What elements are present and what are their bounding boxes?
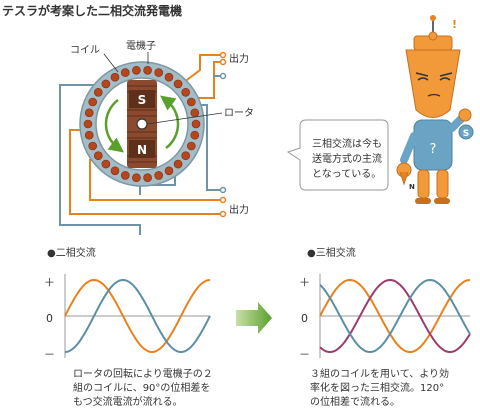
- three-phase-caption-2: 率化を図った三相交流。120°: [310, 381, 444, 394]
- transition-arrow: [236, 302, 272, 334]
- coil-dot: [181, 151, 190, 160]
- three-phase-zero: 0: [301, 312, 308, 325]
- coil-dot: [164, 166, 174, 176]
- two-phase-plus: ＋: [44, 276, 55, 289]
- rotation-arrow-left: [104, 99, 124, 153]
- rotor-leader: [146, 112, 223, 125]
- wave-series-3: [319, 278, 471, 354]
- coil-dot: [191, 119, 201, 129]
- speech-line-1: 三相交流は今も: [312, 137, 382, 150]
- coil-dot: [94, 151, 103, 160]
- three-phase-caption-3: の位相差で流れる。: [310, 395, 400, 408]
- coil-dot: [88, 97, 97, 107]
- coil-dot: [101, 79, 111, 89]
- mascot-belt: N: [409, 183, 415, 191]
- coil-dot: [154, 171, 163, 180]
- coil-dot: [154, 68, 163, 77]
- speech-bubble: 三相交流は今も 送電方式の主流 となっている。: [286, 119, 389, 191]
- wave-series-2: [64, 278, 211, 354]
- pole-south-label: S: [138, 93, 147, 107]
- coil-dot: [94, 88, 103, 97]
- stator-coils: [83, 66, 201, 182]
- coil-dot: [181, 88, 190, 97]
- coil-dot: [84, 108, 94, 118]
- three-phase-caption-1: ３組のコイルを用いて、より効: [310, 367, 449, 380]
- three-phase-heading: ●三相交流: [307, 246, 356, 259]
- coil-dot: [88, 141, 97, 151]
- rotor-pole-south: [129, 90, 155, 108]
- two-phase-heading: ●二相交流: [47, 246, 96, 259]
- coil-dot: [164, 72, 174, 82]
- two-phase-caption-3: もつ交流電流が流れる。: [73, 395, 183, 408]
- coil-dot: [143, 173, 152, 182]
- svg-text:?: ?: [430, 142, 437, 157]
- output-label-top: 出力: [229, 52, 249, 65]
- rotor-label: ロータ: [224, 107, 254, 119]
- coil-dot: [101, 159, 111, 169]
- speech-line-2: 送電方式の主流: [312, 152, 382, 165]
- coil-dot: [187, 141, 196, 151]
- coil-dot: [143, 66, 152, 75]
- stator-label: 電機子: [126, 39, 156, 52]
- rotor-pole-north: [129, 140, 155, 158]
- mascot-badge: S: [463, 129, 469, 139]
- two-phase-plot: [64, 274, 211, 358]
- pole-north-label: N: [137, 143, 147, 157]
- speech-line-3: となっている。: [312, 168, 381, 180]
- coil-dot: [190, 108, 200, 118]
- three-phase-minus: －: [299, 348, 310, 361]
- svg-text:!: !: [452, 18, 457, 31]
- coil-dot: [190, 130, 200, 140]
- wave-series-1: [319, 278, 471, 354]
- two-phase-caption-1: ロータの回転により電機子の２: [73, 367, 213, 380]
- coil-dot: [121, 68, 130, 77]
- coil-label: コイル: [70, 45, 100, 56]
- three-phase-plot: [319, 274, 471, 358]
- wave-series-1: [64, 278, 211, 354]
- two-phase-caption-2: 組のコイルに、90°の位相差を: [73, 381, 210, 394]
- output-label-bottom: 出力: [229, 203, 249, 216]
- page-title: テスラが考案した二相交流発電機: [2, 3, 182, 18]
- two-phase-minus: －: [44, 348, 55, 361]
- mascot-character: ! ? S N: [396, 15, 474, 204]
- two-phase-chart: ●二相交流 ＋ 0 － ロータの回転により電機子の２ 組のコイルに、90°の位相…: [44, 246, 213, 408]
- coil-dot: [110, 166, 120, 176]
- coil-dot: [173, 79, 183, 89]
- three-phase-plus: ＋: [299, 276, 310, 289]
- coil-dot: [132, 66, 141, 75]
- two-phase-zero: 0: [46, 312, 53, 325]
- coil-leader: [103, 53, 119, 73]
- wave-series-2: [319, 278, 471, 354]
- output-terminals: [219, 51, 227, 218]
- rotation-arrow-right: [160, 95, 180, 149]
- coil-dot: [187, 97, 196, 107]
- coil-dot: [173, 159, 183, 169]
- coil-dot: [83, 119, 93, 129]
- coil-dot: [110, 72, 120, 82]
- generator-diagram: S N コイル 電機子 ロータ 出力 出力: [59, 39, 254, 235]
- rotor-axle: [136, 118, 148, 130]
- coil-dot: [121, 171, 130, 180]
- output-terminals-blue: [219, 72, 227, 194]
- three-phase-chart: ●三相交流 ＋ 0 － ３組のコイルを用いて、より効 率化を図った三相交流。12…: [299, 246, 471, 408]
- coil-dot: [132, 173, 141, 182]
- coil-dot: [84, 130, 94, 140]
